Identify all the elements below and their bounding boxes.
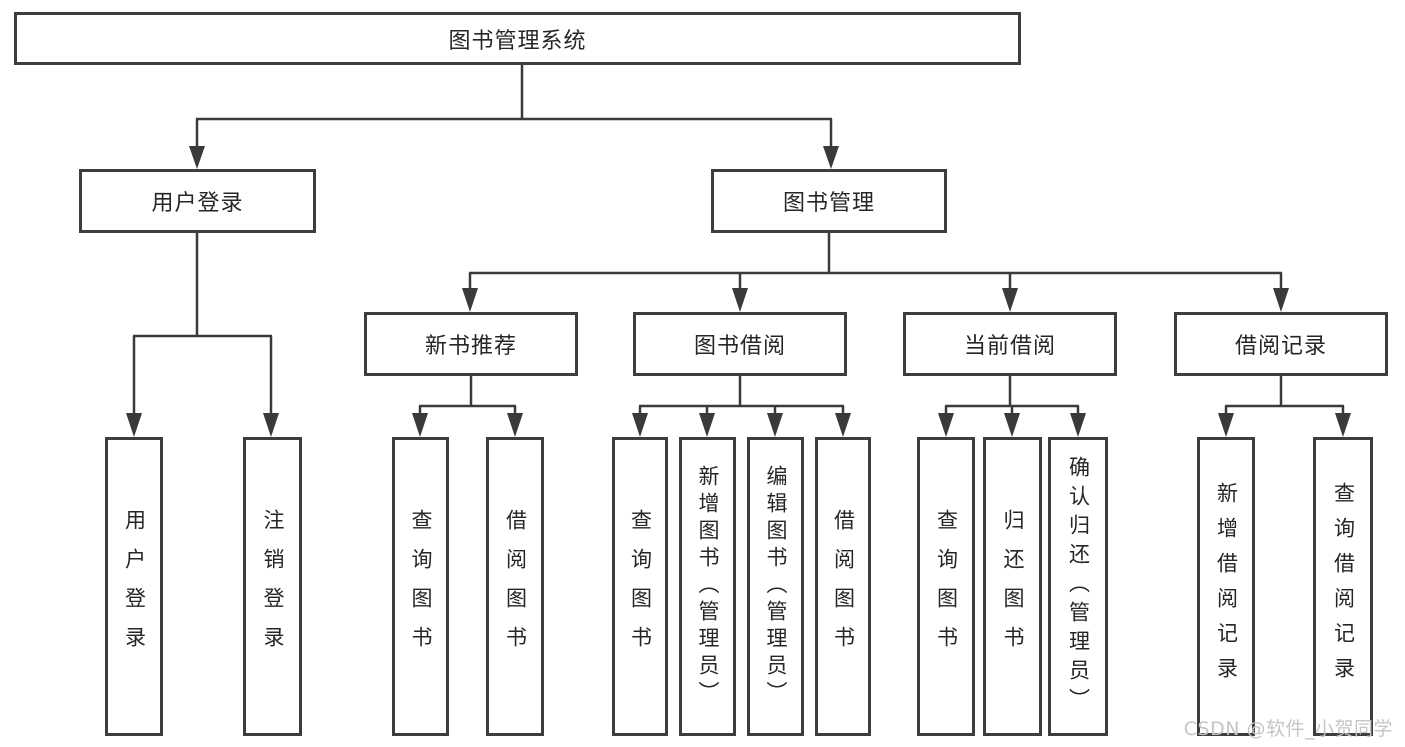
leaf-label: 新增借阅记录 <box>1214 481 1239 692</box>
leaf-label: 查询借阅记录 <box>1331 481 1356 692</box>
node-root: 图书管理系统 <box>14 12 1021 65</box>
leaf-label: 新增图书（管理员） <box>696 465 720 708</box>
leaf-label: 编辑图书（管理员） <box>764 465 788 708</box>
leaf-recommend-query-books: 查询图书 <box>392 437 449 736</box>
leaf-label: 查询图书 <box>409 508 433 665</box>
csdn-watermark: CSDN @软件_小贺同学 <box>1183 718 1393 740</box>
leaf-label: 查询图书 <box>628 508 653 665</box>
leaf-borrow-edit-books-admin: 编辑图书（管理员） <box>747 437 804 736</box>
leaf-records-query-record: 查询借阅记录 <box>1313 437 1373 736</box>
leaf-label: 归还图书 <box>1001 508 1025 665</box>
leaf-borrow-add-books-admin: 新增图书（管理员） <box>679 437 736 736</box>
leaf-logout: 注销登录 <box>243 437 302 736</box>
leaf-label: 确认归还（管理员） <box>1066 456 1091 717</box>
node-user-login: 用户登录 <box>79 169 316 233</box>
node-new-book-recommend: 新书推荐 <box>364 312 578 376</box>
leaf-label: 注销登录 <box>261 508 285 665</box>
node-borrowing-records: 借阅记录 <box>1174 312 1388 376</box>
leaf-borrow-query-books: 查询图书 <box>612 437 668 736</box>
leaf-borrow-borrow-books: 借阅图书 <box>815 437 871 736</box>
leaf-current-confirm-return-admin: 确认归还（管理员） <box>1048 437 1108 736</box>
leaf-user-login: 用户登录 <box>105 437 163 736</box>
leaf-label: 查询图书 <box>934 508 959 665</box>
leaf-records-add-record: 新增借阅记录 <box>1197 437 1255 736</box>
leaf-current-query-books: 查询图书 <box>917 437 975 736</box>
leaf-current-return-books: 归还图书 <box>983 437 1042 736</box>
leaf-label: 用户登录 <box>122 508 147 665</box>
node-book-borrowing: 图书借阅 <box>633 312 847 376</box>
leaf-label: 借阅图书 <box>503 508 528 665</box>
leaf-label: 借阅图书 <box>831 508 856 665</box>
leaf-recommend-borrow-books: 借阅图书 <box>486 437 544 736</box>
node-book-management: 图书管理 <box>711 169 947 233</box>
node-current-borrowing: 当前借阅 <box>903 312 1117 376</box>
